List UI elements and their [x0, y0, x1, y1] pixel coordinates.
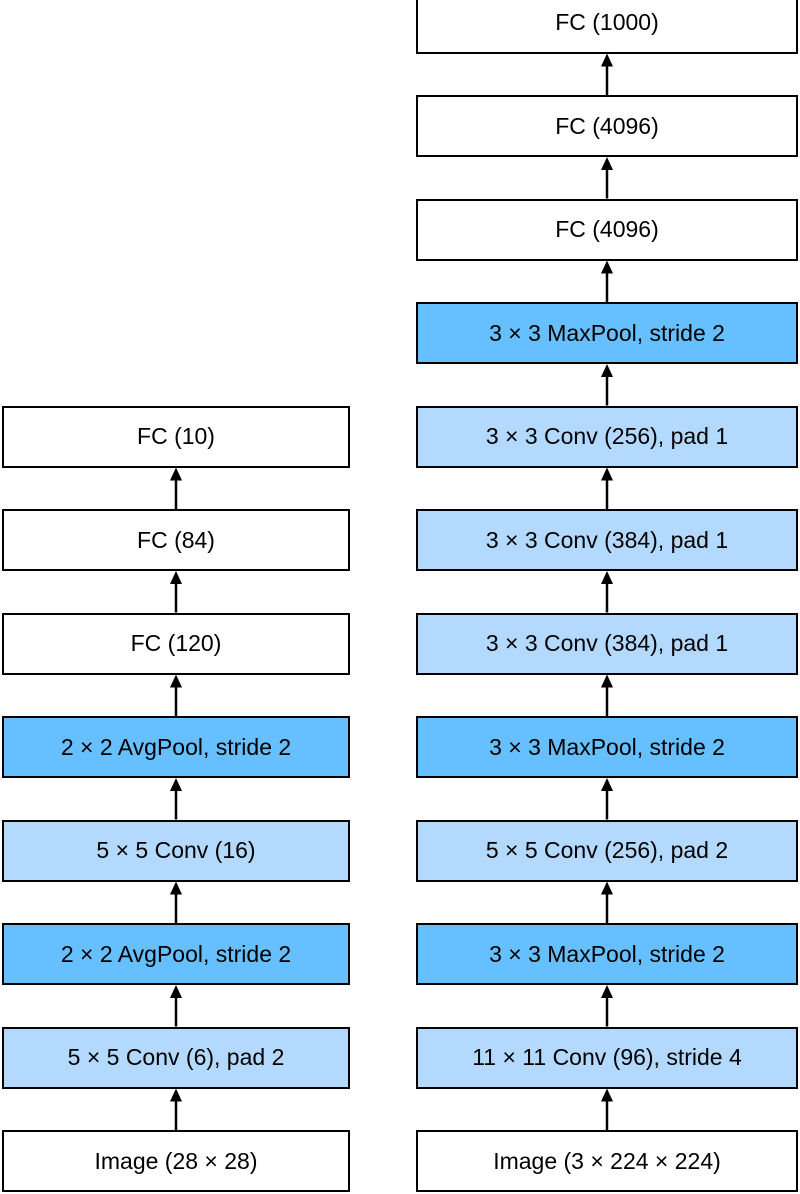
alexnet-layer-label: 3 × 3 MaxPool, stride 2	[489, 319, 725, 346]
alexnet-layer-label: 3 × 3 MaxPool, stride 2	[489, 733, 725, 760]
alexnet-arrow-icon	[601, 53, 613, 95]
alexnet-arrow-icon	[601, 260, 613, 302]
alexnet-layer-pool: 3 × 3 MaxPool, stride 2	[416, 923, 798, 985]
alexnet-layer-fc: FC (1000)	[416, 0, 798, 54]
lenet-layer-label: 5 × 5 Conv (6), pad 2	[67, 1044, 285, 1070]
alexnet-arrow-icon	[601, 1088, 613, 1130]
lenet-layer-label: 2 × 2 AvgPool, stride 2	[60, 733, 292, 760]
lenet-arrow-icon	[170, 467, 182, 509]
lenet-arrow-icon	[170, 881, 182, 923]
alexnet-layer-label: FC (1000)	[555, 9, 659, 35]
alexnet-layer-conv: 3 × 3 Conv (256), pad 1	[416, 405, 798, 468]
lenet-layer-conv: 5 × 5 Conv (16)	[2, 819, 350, 882]
lenet-layer-label: FC (84)	[137, 526, 215, 553]
alexnet-arrow-icon	[601, 364, 613, 406]
alexnet-layer-label: 3 × 3 MaxPool, stride 2	[489, 940, 725, 967]
lenet-layer-label: FC (120)	[130, 630, 222, 656]
lenet-layer-fc: FC (84)	[2, 509, 350, 571]
alexnet-layer-conv: 3 × 3 Conv (384), pad 1	[416, 509, 798, 571]
lenet-layer-label: 2 × 2 AvgPool, stride 2	[60, 940, 292, 967]
alexnet-arrow-icon	[601, 157, 613, 199]
alexnet-layer-conv: 3 × 3 Conv (384), pad 1	[416, 612, 798, 675]
alexnet-layer-fc: FC (4096)	[416, 198, 798, 261]
alexnet-layer-fc: FC (4096)	[416, 95, 798, 157]
alexnet-layer-input: Image (3 × 224 × 224)	[416, 1130, 798, 1192]
alexnet-layer-label: FC (4096)	[555, 216, 659, 242]
lenet-arrow-icon	[170, 674, 182, 716]
alexnet-layer-label: 3 × 3 Conv (384), pad 1	[485, 526, 729, 553]
lenet-arrow-icon	[170, 985, 182, 1027]
alexnet-layer-conv: 11 × 11 Conv (96), stride 4	[416, 1026, 798, 1089]
alexnet-arrow-icon	[601, 674, 613, 716]
lenet-arrow-icon	[170, 778, 182, 820]
lenet-arrow-icon	[170, 571, 182, 613]
lenet-layer-pool: 2 × 2 AvgPool, stride 2	[2, 923, 350, 985]
lenet-layer-label: Image (28 × 28)	[94, 1147, 258, 1174]
alexnet-layer-label: FC (4096)	[555, 112, 659, 139]
alexnet-arrow-icon	[601, 778, 613, 820]
lenet-arrow-icon	[170, 1088, 182, 1130]
alexnet-layer-label: 3 × 3 Conv (384), pad 1	[485, 630, 729, 656]
alexnet-layer-label: 5 × 5 Conv (256), pad 2	[485, 837, 729, 863]
lenet-layer-conv: 5 × 5 Conv (6), pad 2	[2, 1026, 350, 1089]
alexnet-arrow-icon	[601, 985, 613, 1027]
alexnet-layer-pool: 3 × 3 MaxPool, stride 2	[416, 302, 798, 364]
alexnet-arrow-icon	[601, 467, 613, 509]
alexnet-layer-label: 11 × 11 Conv (96), stride 4	[472, 1044, 742, 1070]
lenet-layer-fc: FC (10)	[2, 405, 350, 468]
lenet-layer-input: Image (28 × 28)	[2, 1130, 350, 1192]
alexnet-layer-conv: 5 × 5 Conv (256), pad 2	[416, 819, 798, 882]
alexnet-arrow-icon	[601, 571, 613, 613]
alexnet-arrow-icon	[601, 881, 613, 923]
lenet-layer-fc: FC (120)	[2, 612, 350, 675]
lenet-layer-label: FC (10)	[137, 423, 215, 449]
lenet-layer-label: 5 × 5 Conv (16)	[96, 837, 256, 863]
alexnet-layer-label: Image (3 × 224 × 224)	[493, 1147, 721, 1174]
lenet-layer-pool: 2 × 2 AvgPool, stride 2	[2, 716, 350, 778]
alexnet-layer-label: 3 × 3 Conv (256), pad 1	[485, 423, 729, 449]
alexnet-layer-pool: 3 × 3 MaxPool, stride 2	[416, 716, 798, 778]
